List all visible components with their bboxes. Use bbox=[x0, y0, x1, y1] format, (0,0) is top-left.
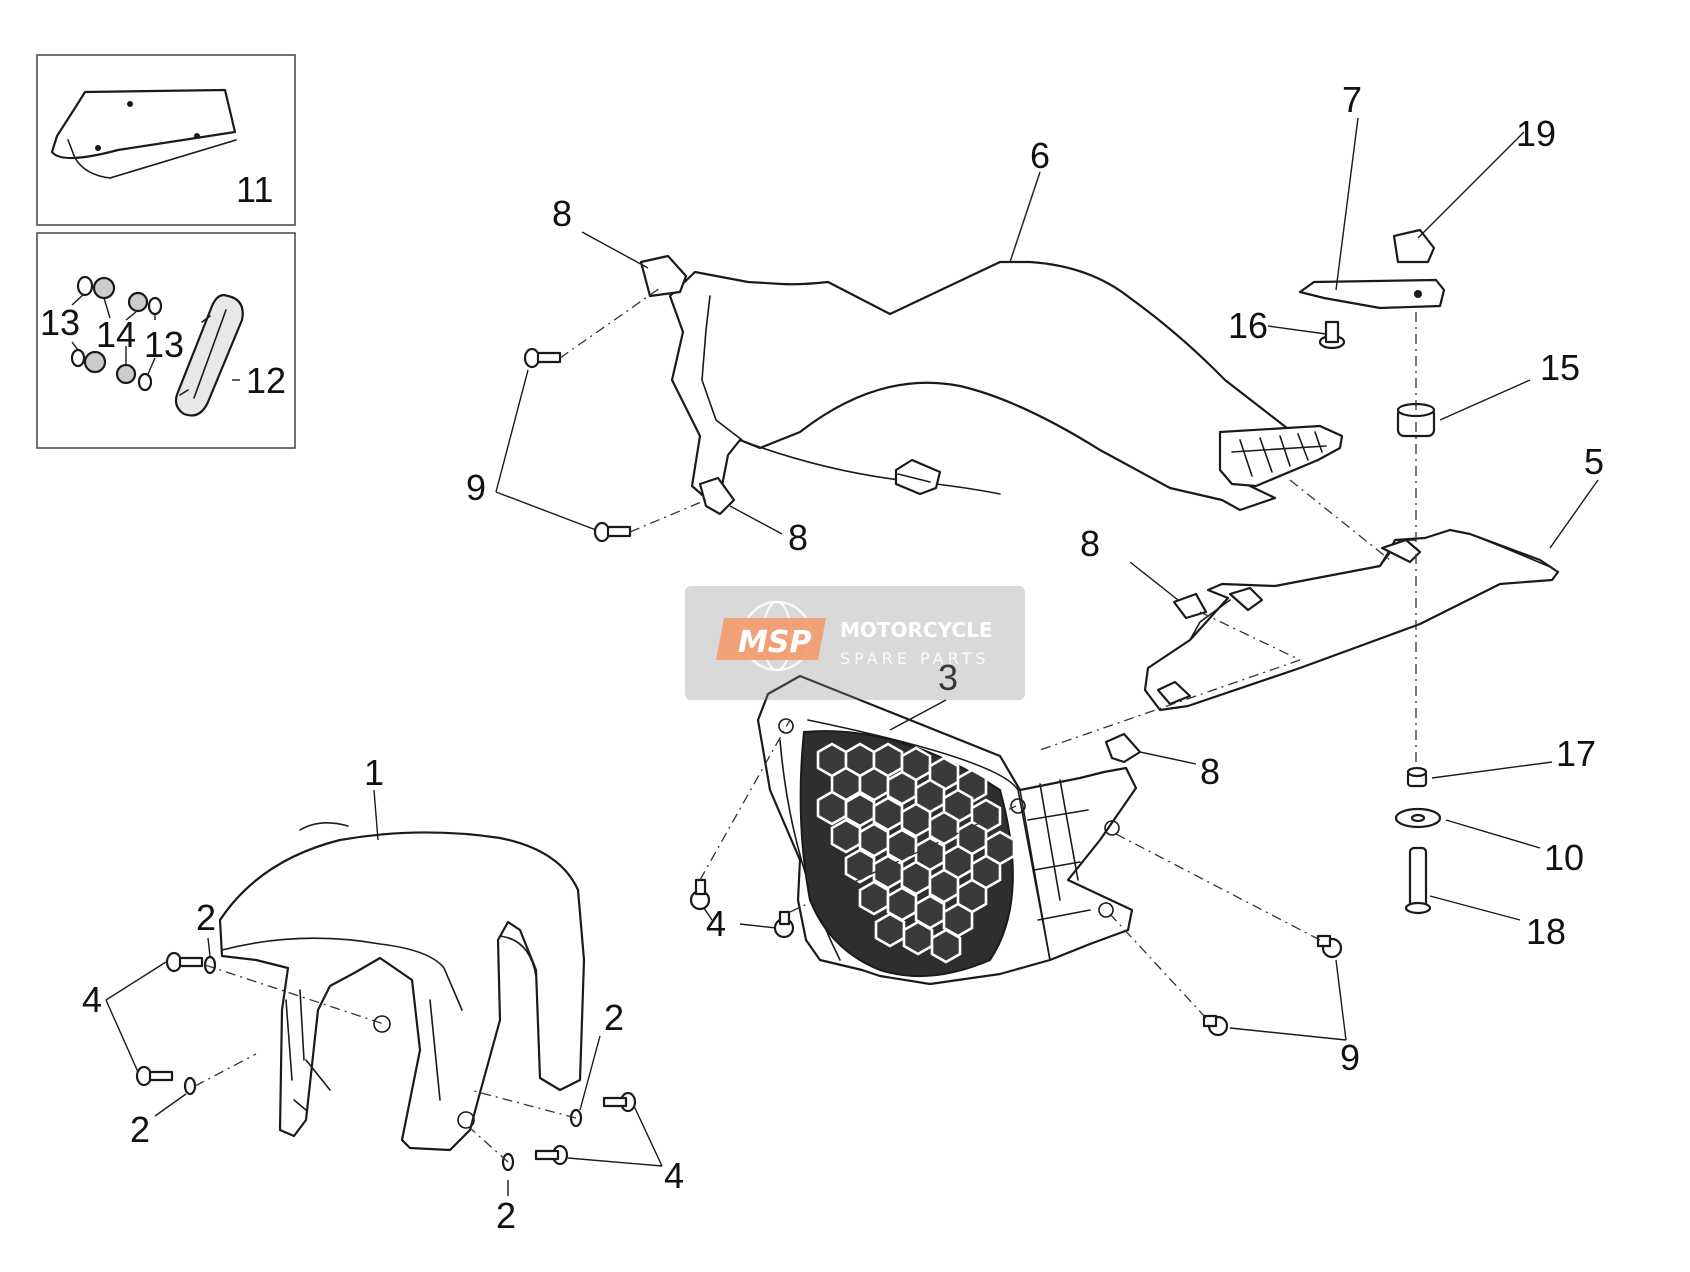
callout-9-right: 9 bbox=[1340, 1037, 1360, 1078]
bushing-17 bbox=[1406, 766, 1428, 788]
screw-4-e bbox=[602, 1091, 637, 1113]
bolt-18 bbox=[1404, 846, 1432, 915]
license-plate-holder-drawing bbox=[50, 88, 237, 179]
clip-8-middle bbox=[698, 476, 736, 516]
callout-4-left: 4 bbox=[82, 979, 102, 1020]
pin-16 bbox=[1318, 320, 1346, 350]
reflector-drawing bbox=[174, 294, 244, 417]
washer-2-b bbox=[183, 1076, 197, 1096]
inset-box-parts-12-14: 13 14 13 12 bbox=[36, 232, 296, 449]
screw-9-d bbox=[1202, 1014, 1229, 1037]
callout-18: 18 bbox=[1526, 911, 1566, 952]
clip-nut-19 bbox=[1392, 228, 1436, 264]
callout-8-top: 8 bbox=[552, 193, 572, 234]
washer-10 bbox=[1394, 807, 1442, 829]
part-5-lower-side-panel bbox=[1143, 528, 1560, 712]
bracket-7 bbox=[1298, 278, 1446, 310]
callout-12: 12 bbox=[246, 360, 286, 401]
callout-3: 3 bbox=[938, 657, 958, 698]
callout-19: 19 bbox=[1516, 113, 1556, 154]
part-3-radiator-grille-cover bbox=[756, 674, 1138, 986]
assembly-lines bbox=[194, 287, 1417, 1163]
callout-1: 1 bbox=[364, 752, 384, 793]
callout-2-bottom-left: 2 bbox=[130, 1109, 150, 1150]
callout-2-top-left: 2 bbox=[196, 897, 216, 938]
callout-8-right-upper: 8 bbox=[1080, 523, 1100, 564]
callout-2-right: 2 bbox=[604, 997, 624, 1038]
callout-6: 6 bbox=[1030, 135, 1050, 176]
callout-17: 17 bbox=[1556, 733, 1596, 774]
watermark-title: MOTORCYCLE bbox=[840, 618, 992, 642]
msp-watermark: MSP MOTORCYCLE SPARE PARTS bbox=[685, 586, 1025, 700]
callout-10: 10 bbox=[1544, 837, 1584, 878]
screw-4-b bbox=[773, 910, 795, 939]
leader-lines bbox=[105, 117, 1599, 1196]
callout-7: 7 bbox=[1342, 79, 1362, 120]
callout-8-right-lower: 8 bbox=[1200, 751, 1220, 792]
clip-8-top bbox=[639, 254, 688, 298]
callout-13-left: 13 bbox=[40, 302, 80, 343]
watermark-badge bbox=[716, 618, 826, 660]
callout-15: 15 bbox=[1540, 347, 1580, 388]
callout-14: 14 bbox=[96, 314, 136, 355]
inset-leader-lines bbox=[71, 293, 240, 381]
screw-4-c bbox=[165, 951, 204, 973]
callout-9-left: 9 bbox=[466, 467, 486, 508]
callout-8-middle: 8 bbox=[788, 517, 808, 558]
callout-13-right: 13 bbox=[144, 324, 184, 365]
watermark-badge-text: MSP bbox=[738, 625, 811, 660]
watermark-box bbox=[685, 586, 1025, 700]
screw-9-b bbox=[593, 521, 632, 543]
screw-9-a bbox=[523, 347, 562, 369]
callout-labels: 1 2 2 2 2 4 4 4 3 5 6 7 8 8 8 8 9 9 10 1… bbox=[82, 79, 1604, 1236]
part-1-front-mudguard bbox=[218, 822, 586, 1152]
callout-11: 11 bbox=[236, 169, 273, 210]
part-6-side-fairing-panel bbox=[668, 260, 1344, 512]
clip-8-right-upper bbox=[1172, 592, 1208, 620]
screw-4-d bbox=[135, 1065, 174, 1087]
screw-9-c bbox=[1316, 934, 1343, 959]
nut-and-washer-set bbox=[70, 275, 163, 392]
screw-4-f bbox=[534, 1144, 569, 1166]
grille-mesh bbox=[799, 730, 1016, 978]
callout-5: 5 bbox=[1584, 441, 1604, 482]
inset-box-part-11: 11 bbox=[36, 54, 296, 226]
callout-4-grille: 4 bbox=[706, 903, 726, 944]
callout-4-bottom-right: 4 bbox=[664, 1155, 684, 1196]
callout-16: 16 bbox=[1228, 305, 1268, 346]
callout-2-bottom: 2 bbox=[496, 1195, 516, 1236]
hex-pattern bbox=[816, 742, 1016, 964]
clip-8-right-lower bbox=[1104, 732, 1142, 764]
watermark-subtitle: SPARE PARTS bbox=[840, 649, 990, 668]
